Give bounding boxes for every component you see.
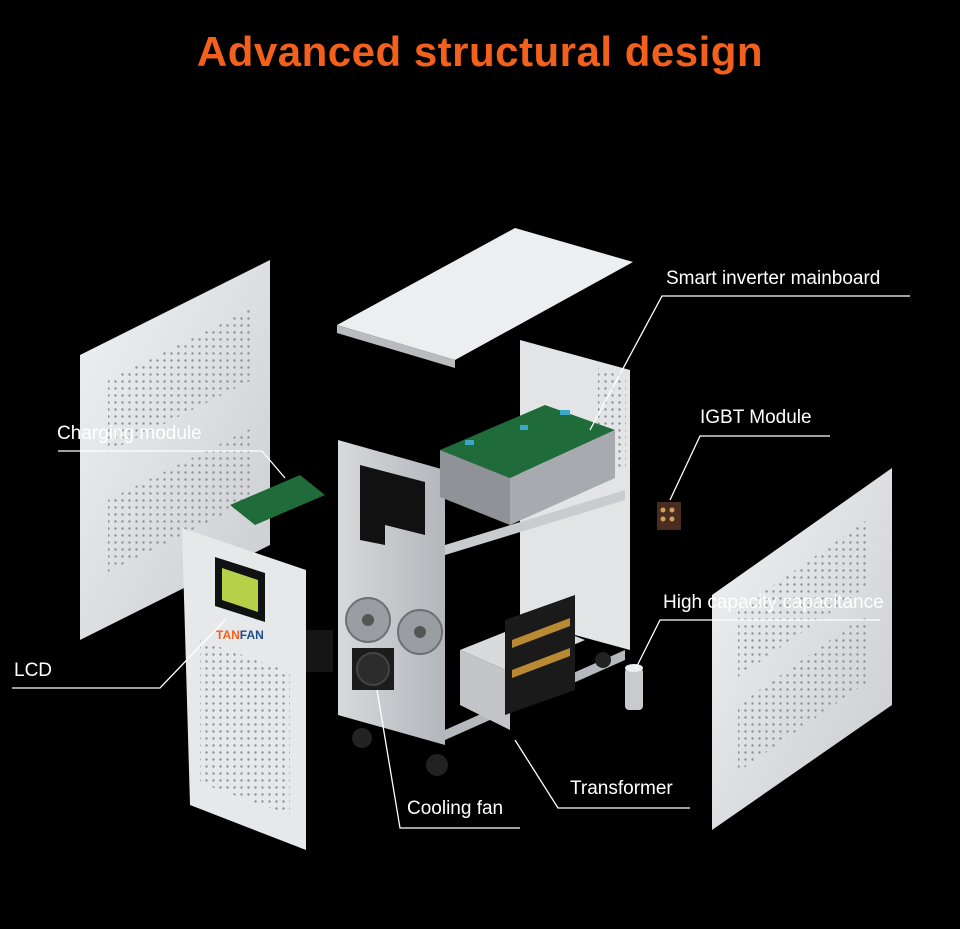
callout-smart-inverter-mainboard: Smart inverter mainboard	[666, 268, 881, 289]
callout-transformer: Transformer	[570, 778, 673, 799]
right-side-panel	[712, 468, 892, 830]
cooling-fan-component	[305, 630, 394, 690]
transformer-component	[460, 595, 585, 730]
igbt-module-component	[657, 502, 681, 530]
front-panel	[182, 528, 306, 850]
brand-logo: TANFAN	[216, 628, 264, 642]
top-panel	[337, 228, 633, 360]
callout-igbt-module: IGBT Module	[700, 407, 812, 428]
capacitor-component	[625, 664, 643, 710]
callout-lines	[12, 295, 910, 829]
callout-lcd: LCD	[14, 660, 53, 681]
callout-charging-module: Charging module	[57, 423, 202, 444]
callout-cooling-fan: Cooling fan	[407, 798, 504, 819]
charging-module-pcb	[230, 475, 325, 525]
mainboard-assembly	[440, 405, 615, 525]
callout-high-capacity-capacitance: High capacity capacitance	[663, 592, 884, 613]
page-title: Advanced structural design	[196, 28, 764, 75]
